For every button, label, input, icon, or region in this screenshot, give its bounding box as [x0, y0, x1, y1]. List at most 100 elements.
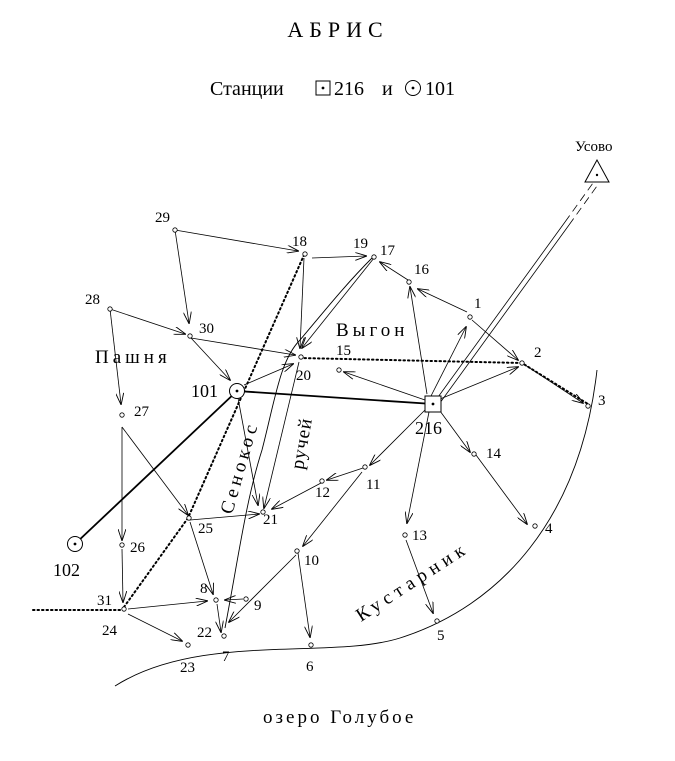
point-label-17: 17: [380, 243, 396, 259]
point-29: [172, 227, 178, 233]
area-labels: Пашня Выгон Сенокос ручей Кустарник озер…: [95, 320, 473, 728]
point-label-28: 28: [85, 292, 100, 308]
point-5: [434, 618, 440, 624]
point-18: [302, 251, 308, 257]
point-label-15: 15: [336, 343, 351, 359]
point-label-19: 19: [353, 236, 368, 252]
ray-24-8: [127, 601, 207, 610]
ray-216-13: [407, 411, 430, 523]
point-label-30: 30: [199, 321, 214, 337]
ray-11-10: [303, 471, 363, 546]
lake-shore-line: [114, 369, 598, 687]
direction-line-b-dashed: [568, 185, 598, 226]
square-station-icon-center: [321, 86, 325, 90]
square-station-icon: [315, 80, 331, 96]
ray-24-23: [127, 613, 182, 641]
ray-25-8: [189, 521, 213, 594]
point-16: [406, 279, 412, 285]
point-label-9: 9: [254, 598, 262, 614]
area-label-pashnya: Пашня: [95, 347, 171, 368]
point-4: [532, 523, 538, 529]
traverse-101-102: [75, 390, 238, 544]
ray-10-22: [229, 554, 297, 622]
point-label-26: 26: [130, 540, 146, 556]
ray-16-17: [380, 262, 409, 281]
ray-28-27: [109, 308, 121, 404]
field-boundary-dotted: [123, 254, 305, 608]
ray-29-30: [174, 229, 189, 323]
point-label-4: 4: [545, 521, 553, 537]
point-24: [121, 606, 127, 612]
point-label-23: 23: [180, 660, 195, 676]
point-label-22: 22: [197, 625, 212, 641]
point-label-25: 25: [198, 521, 213, 537]
point-label-29: 29: [155, 210, 170, 226]
point-label-1: 1: [474, 296, 482, 312]
station-102-label: 102: [53, 560, 80, 580]
area-label-ruchey: ручей: [287, 416, 317, 471]
subtitle: Станции 216 и 101: [210, 78, 455, 100]
direction-line-b: [436, 224, 570, 408]
ray-8-22: [217, 603, 221, 632]
point-label-5: 5: [437, 628, 445, 644]
point-6: [308, 642, 314, 648]
point-labels: 1 2 3 4 5 6 7 8 9 10 11 12 13 14 15 16 1…: [85, 210, 606, 676]
point-10: [294, 548, 300, 554]
area-label-lake: озеро Голубое: [263, 707, 416, 728]
station-101: 101: [191, 381, 245, 401]
ray-27-25: [121, 426, 188, 515]
ray-30-101: [190, 337, 230, 380]
point-9: [243, 596, 249, 602]
subtitle-station-b: 101: [425, 78, 455, 100]
point-label-27: 27: [134, 404, 150, 420]
ray-10-6: [297, 552, 310, 637]
point-label-13: 13: [412, 528, 427, 544]
point-2: [519, 360, 525, 366]
ray-9-8: [225, 599, 244, 600]
point-label-2: 2: [534, 345, 542, 361]
point-label-24: 24: [102, 623, 118, 639]
point-8: [213, 597, 219, 603]
traverse-101-216: [236, 390, 434, 405]
point-26: [119, 542, 125, 548]
ray-216-16: [410, 287, 428, 395]
point-label-18: 18: [292, 234, 307, 250]
station-216: 216: [415, 395, 442, 438]
subtitle-station-a: 216: [334, 78, 364, 100]
point-13: [402, 532, 408, 538]
ray-25-21: [189, 514, 259, 521]
point-label-10: 10: [304, 553, 319, 569]
point-label-16: 16: [414, 262, 430, 278]
point-20: [298, 354, 304, 360]
ray-1-16: [418, 289, 468, 313]
ray-216-14: [439, 410, 470, 452]
point-label-6: 6: [306, 659, 314, 675]
area-label-senokos: Сенокос: [217, 419, 264, 517]
point-label-12: 12: [315, 485, 330, 501]
station-102: 102: [53, 536, 83, 580]
point-label-20: 20: [296, 368, 311, 384]
ray-12-21: [272, 482, 322, 509]
stream-line: [224, 257, 373, 629]
ray-29-18: [174, 229, 298, 251]
ray-2-3: [521, 362, 583, 403]
circle-station-icon-center: [411, 86, 415, 90]
point-label-21: 21: [263, 512, 278, 528]
direction-line-a: [432, 221, 566, 405]
ray-18-20: [300, 257, 304, 348]
point-12: [319, 478, 325, 484]
ray-101-20: [243, 364, 293, 386]
ray-216-11: [370, 408, 427, 465]
subtitle-prefix: Станции: [210, 78, 284, 100]
point-3: [585, 403, 591, 409]
point-17: [371, 254, 377, 260]
ray-14-4: [475, 454, 527, 524]
point-30: [187, 333, 193, 339]
point-label-3: 3: [598, 393, 606, 409]
survey-points: [107, 227, 591, 648]
subtitle-conj: и: [382, 78, 393, 100]
ray-1-2: [471, 319, 518, 360]
diagram-title: АБРИС: [287, 17, 388, 42]
point-28: [107, 306, 113, 312]
station-101-label: 101: [191, 381, 218, 401]
